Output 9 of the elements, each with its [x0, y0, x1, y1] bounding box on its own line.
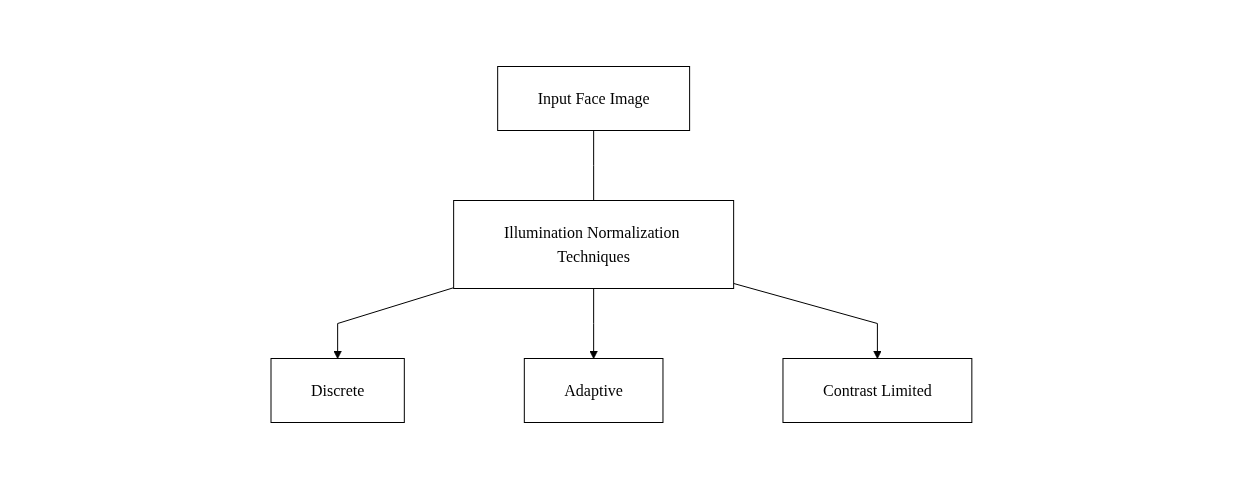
connector [593, 130, 595, 201]
arrow [589, 288, 599, 359]
node-box: Input Face Image [497, 66, 691, 131]
node-box: Discrete [270, 358, 405, 423]
node-box: Illumination Normalization Techniques [453, 200, 735, 289]
node-box: Adaptive [523, 358, 664, 423]
node-box: Contrast Limited [782, 358, 973, 423]
arrow [733, 283, 882, 359]
arrow [333, 287, 455, 359]
